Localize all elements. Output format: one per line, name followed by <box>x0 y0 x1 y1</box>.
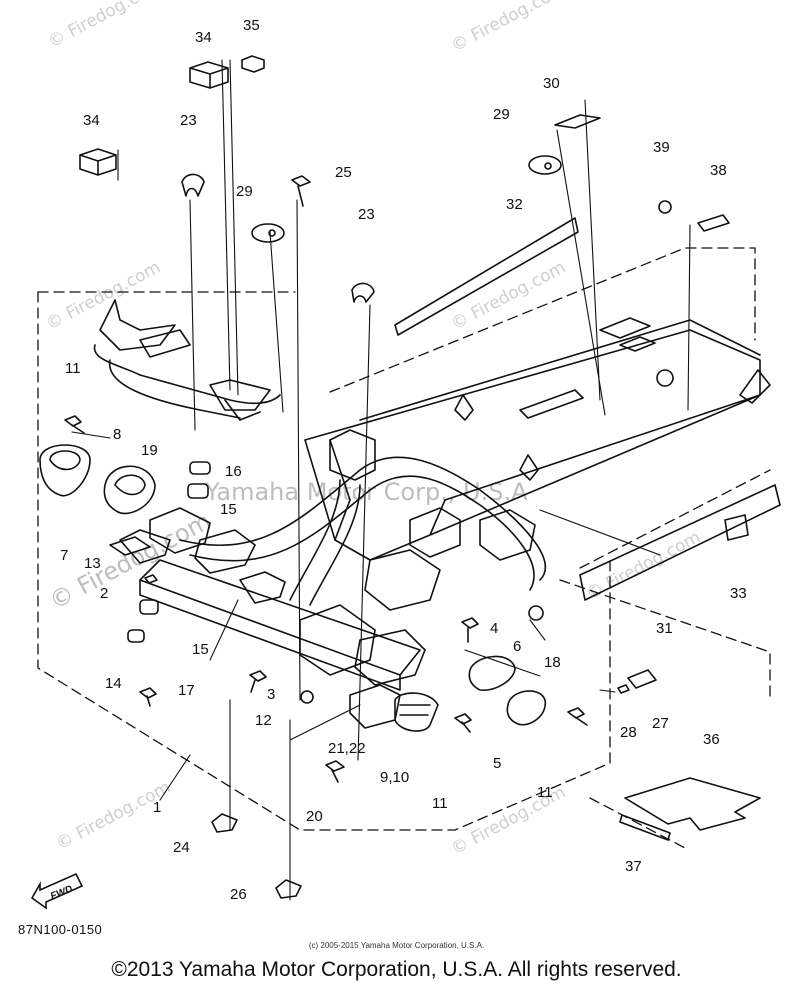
callout-19: 19 <box>141 442 158 459</box>
callout-25: 25 <box>335 164 352 181</box>
callout-21-22: 21,22 <box>328 740 366 757</box>
diagram-part-code: 87N100-0150 <box>18 922 103 937</box>
label-part-33 <box>724 514 749 541</box>
callout-38: 38 <box>710 162 727 179</box>
callout-27: 27 <box>652 715 669 732</box>
callout-30: 30 <box>543 75 560 92</box>
forward-arrow-icon: FWD <box>30 872 84 910</box>
callout-35: 35 <box>243 17 260 34</box>
watermark-center: Yamaha Motor Corp., U.S.A <box>204 478 528 506</box>
leader-line <box>159 754 191 801</box>
chassis-tubing <box>179 429 547 686</box>
callout-11: 11 <box>537 784 553 801</box>
callout-39: 39 <box>653 139 670 156</box>
copyright-footer: ©2013 Yamaha Motor Corporation, U.S.A. A… <box>111 958 682 981</box>
callout-1: 1 <box>153 799 161 816</box>
dashed-enclosure <box>37 247 771 849</box>
callout-15: 15 <box>220 501 237 518</box>
small-parts <box>39 55 730 899</box>
callout-31: 31 <box>656 620 673 637</box>
callout-6: 6 <box>513 638 521 655</box>
watermark-layer: © Firedog.com © Firedog.com © Firedog.co… <box>43 0 704 859</box>
callout-34: 34 <box>83 112 100 129</box>
callout-18: 18 <box>544 654 561 671</box>
side-plate-part-32 <box>394 217 579 336</box>
callout-7: 7 <box>60 547 68 564</box>
side-cover-part-31 <box>579 484 781 601</box>
callout-16: 16 <box>225 463 242 480</box>
callout-36: 36 <box>703 731 720 748</box>
callout-9-10: 9,10 <box>380 769 409 786</box>
callout-23: 23 <box>180 112 197 129</box>
callout-29: 29 <box>236 183 253 200</box>
callout-8: 8 <box>113 426 121 443</box>
callout-11: 11 <box>65 360 81 377</box>
callout-32: 32 <box>506 196 523 213</box>
callout-34: 34 <box>195 29 212 46</box>
main-frame <box>304 317 771 561</box>
callout-labels: 1 2 3 4 5 6 7 8 9,10 11 11 11 12 13 14 1… <box>60 17 747 903</box>
mat-part-36 <box>624 777 761 831</box>
callout-28: 28 <box>620 724 637 741</box>
callout-23: 23 <box>358 206 375 223</box>
callout-29: 29 <box>493 106 510 123</box>
callout-12: 12 <box>255 712 272 729</box>
small-copyright: (c) 2005-2015 Yamaha Motor Corporation, … <box>308 941 485 950</box>
callout-13: 13 <box>84 555 101 572</box>
callout-37: 37 <box>625 858 642 875</box>
callout-2: 2 <box>100 585 108 602</box>
callout-24: 24 <box>173 839 190 856</box>
callout-11: 11 <box>432 795 448 812</box>
callout-17: 17 <box>178 682 195 699</box>
strip-part-37 <box>619 814 671 841</box>
front-bumper-part-19 <box>93 299 281 421</box>
callout-14: 14 <box>105 675 122 692</box>
callout-4: 4 <box>490 620 498 637</box>
watermark-site: © Firedog.com <box>448 0 569 56</box>
callout-20: 20 <box>306 808 323 825</box>
front-frame-rail <box>119 507 421 691</box>
callout-26: 26 <box>230 886 247 903</box>
watermark-site: © Firedog.com <box>45 0 166 52</box>
callout-33: 33 <box>730 585 747 602</box>
callout-3: 3 <box>267 686 275 703</box>
leader-lines <box>71 59 691 761</box>
callout-5: 5 <box>493 755 501 772</box>
callout-15: 15 <box>192 641 209 658</box>
